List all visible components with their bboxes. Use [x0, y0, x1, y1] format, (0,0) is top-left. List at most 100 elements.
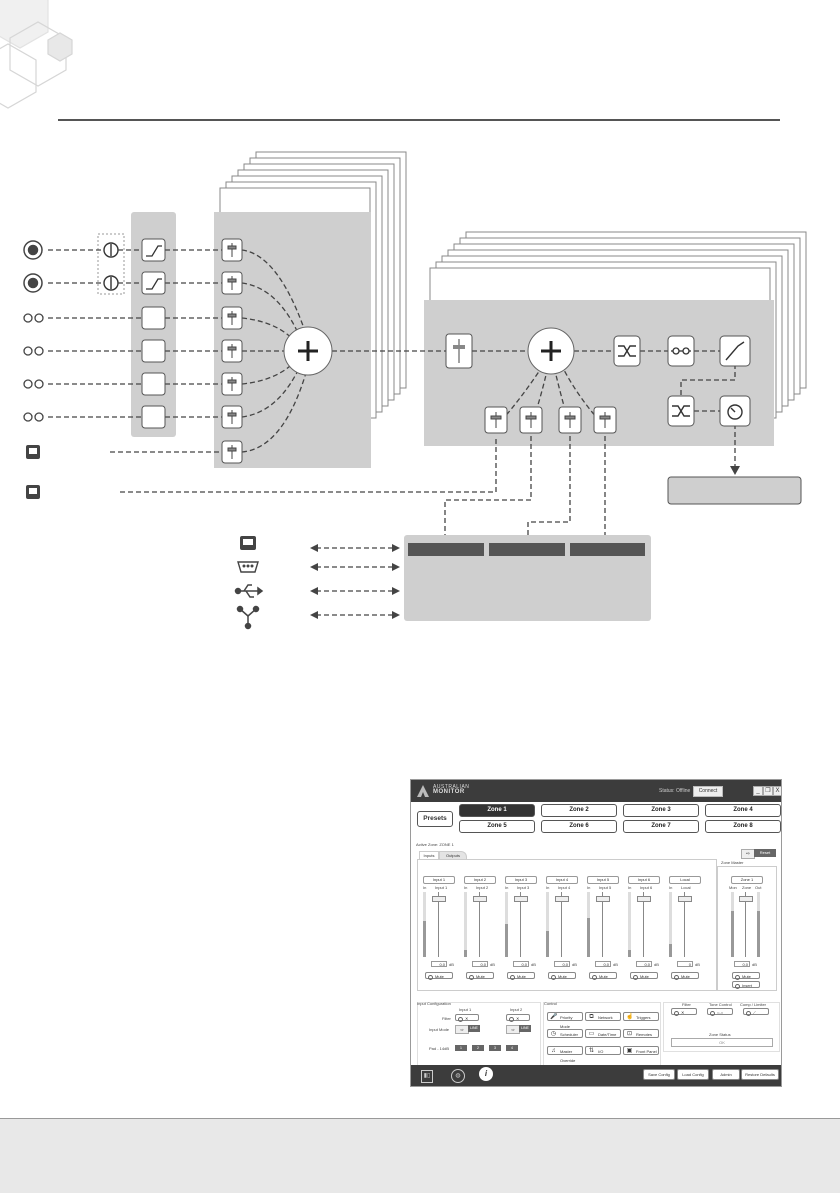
master-insert-button[interactable]: Insert — [732, 981, 760, 989]
control-button-label: Date/Time — [598, 1032, 617, 1037]
channel-fader-knob[interactable] — [678, 896, 692, 902]
channel-db-unit: dB — [572, 962, 577, 967]
control-title: Control — [544, 1001, 557, 1006]
connection-status: Status: Offline — [659, 788, 691, 794]
channel-meter-head: In — [546, 885, 550, 890]
network-port-icon — [26, 445, 40, 499]
pad-button-3[interactable]: 3 — [489, 1045, 501, 1051]
reset-button[interactable]: Reset — [754, 849, 776, 857]
control-button-icon: ▭ — [588, 1031, 595, 1037]
channel-fader-knob[interactable] — [637, 896, 651, 902]
channel-db-unit: dB — [449, 962, 454, 967]
presets-button[interactable]: Presets — [417, 811, 453, 827]
master-db-field[interactable]: 0.0 — [734, 961, 750, 967]
channel-db-unit: dB — [695, 962, 700, 967]
input2-line-toggle[interactable]: LINE — [519, 1025, 531, 1032]
summing-node-icon — [283, 326, 575, 376]
reset-arrow-icon[interactable]: ⇨ — [741, 849, 755, 859]
input-config-title: Input Configuration — [417, 1001, 451, 1006]
control-button-3[interactable]: ☝Triggers — [623, 1012, 659, 1021]
output-arrow-icon — [730, 466, 740, 475]
channel-mute-button[interactable]: Mute — [630, 972, 658, 980]
zone-button-7[interactable]: Zone 7 — [623, 820, 699, 833]
footer-button-4[interactable]: Restore Defaults — [741, 1069, 779, 1080]
channel-fader-knob[interactable] — [596, 896, 610, 902]
channel-db-field[interactable]: 0.0 — [636, 961, 652, 967]
output-filter-toggle[interactable]: ✕ — [671, 1008, 697, 1016]
control-button-1[interactable]: 🎤Priority Mode — [547, 1012, 583, 1029]
control-button-8[interactable]: ⇅I/O — [585, 1046, 621, 1055]
pad-label: Pad - 14dB — [429, 1046, 450, 1051]
control-button-9[interactable]: ▣Front Panel — [623, 1046, 659, 1055]
restore-button[interactable]: ❐ — [763, 786, 773, 796]
zone-button-8[interactable]: Zone 8 — [705, 820, 781, 833]
channel-mute-button[interactable]: Mute — [548, 972, 576, 980]
info-icon[interactable]: i — [479, 1067, 493, 1081]
book-icon[interactable]: ▮▯ — [421, 1070, 433, 1083]
pad-button-2[interactable]: 2 — [472, 1045, 484, 1051]
channel-mute-button[interactable]: Mute — [425, 972, 453, 980]
channel-mute-button[interactable]: Mute — [466, 972, 494, 980]
crossover-icon: ✕ — [681, 1010, 685, 1015]
limiter-icon — [725, 341, 745, 361]
tab-outputs[interactable]: Outputs — [439, 851, 467, 860]
channel-level-meter — [669, 892, 672, 957]
channel-db-field[interactable]: 0.0 — [595, 961, 611, 967]
zone-button-5[interactable]: Zone 5 — [459, 820, 535, 833]
master-mute-button[interactable]: Mute — [732, 972, 760, 980]
master-meter-head-mon: Mon — [729, 885, 737, 890]
corner-hexagon-decoration — [0, 0, 73, 109]
channel-fader-knob[interactable] — [432, 896, 446, 902]
master-fader-knob[interactable] — [739, 896, 753, 902]
crossover-icon — [618, 345, 636, 357]
footer-button-1[interactable]: Save Config — [643, 1069, 675, 1080]
connect-button[interactable]: Connect — [693, 786, 723, 797]
master-output-fill — [757, 911, 760, 957]
pad-button-1[interactable]: 1 — [455, 1045, 467, 1051]
channel-db-field[interactable]: 0 — [677, 961, 693, 967]
zone-status-field: OK — [671, 1038, 773, 1047]
web-globe-icon[interactable]: ◍ — [451, 1069, 465, 1083]
control-button-4[interactable]: ◷Scheduler — [547, 1029, 583, 1038]
zone-button-6[interactable]: Zone 6 — [541, 820, 617, 833]
channel-db-field[interactable]: 0.0 — [513, 961, 529, 967]
control-button-icon: ◷ — [550, 1031, 557, 1037]
input1-filter-toggle[interactable]: ✕ — [455, 1014, 479, 1022]
channel-mute-button[interactable]: Mute — [507, 972, 535, 980]
close-button[interactable]: X — [773, 786, 781, 796]
active-zone-label: Active Zone: ZONE 1 — [416, 842, 454, 847]
control-button-5[interactable]: ▭Date/Time — [585, 1029, 621, 1038]
input1-line-toggle[interactable]: LINE — [468, 1025, 480, 1032]
comp-limiter-toggle[interactable]: ⟋ — [743, 1008, 769, 1016]
control-slots — [408, 543, 645, 556]
channel-db-field[interactable]: 0.0 — [554, 961, 570, 967]
channel-sub-label: Input 6 — [640, 885, 653, 890]
channel-level-meter — [423, 892, 426, 957]
mic-mode-icon[interactable]: ⇨ — [455, 1025, 469, 1034]
minimize-button[interactable]: _ — [753, 786, 763, 796]
channel-fader-knob[interactable] — [473, 896, 487, 902]
footer-button-3[interactable]: Admin — [712, 1069, 740, 1080]
channel-db-field[interactable]: 0.0 — [472, 961, 488, 967]
zone-button-2[interactable]: Zone 2 — [541, 804, 617, 817]
channel-fader-knob[interactable] — [555, 896, 569, 902]
control-button-7[interactable]: ♫Master Override — [547, 1046, 583, 1063]
control-button-6[interactable]: ⊡Remotes — [623, 1029, 659, 1038]
pad-button-4[interactable]: 4 — [506, 1045, 518, 1051]
channel-fader-knob[interactable] — [514, 896, 528, 902]
usb-icon — [234, 584, 264, 598]
channel-db-field[interactable]: 0.0 — [431, 961, 447, 967]
control-button-2[interactable]: ⧉Network — [585, 1012, 621, 1021]
channel-mute-button[interactable]: Mute — [671, 972, 699, 980]
footer-button-2[interactable]: Load Config — [677, 1069, 709, 1080]
channel-db-unit: dB — [654, 962, 659, 967]
zone-button-4[interactable]: Zone 4 — [705, 804, 781, 817]
tone-control-toggle[interactable]: ○-○ — [707, 1008, 733, 1016]
input2-filter-toggle[interactable]: ✕ — [506, 1014, 530, 1022]
zone-button-3[interactable]: Zone 3 — [623, 804, 699, 817]
channel-mute-button[interactable]: Mute — [589, 972, 617, 980]
tab-inputs[interactable]: Inputs — [419, 851, 439, 860]
mic-mode-icon[interactable]: ⇨ — [506, 1025, 520, 1034]
zone-button-1[interactable]: Zone 1 — [459, 804, 535, 817]
